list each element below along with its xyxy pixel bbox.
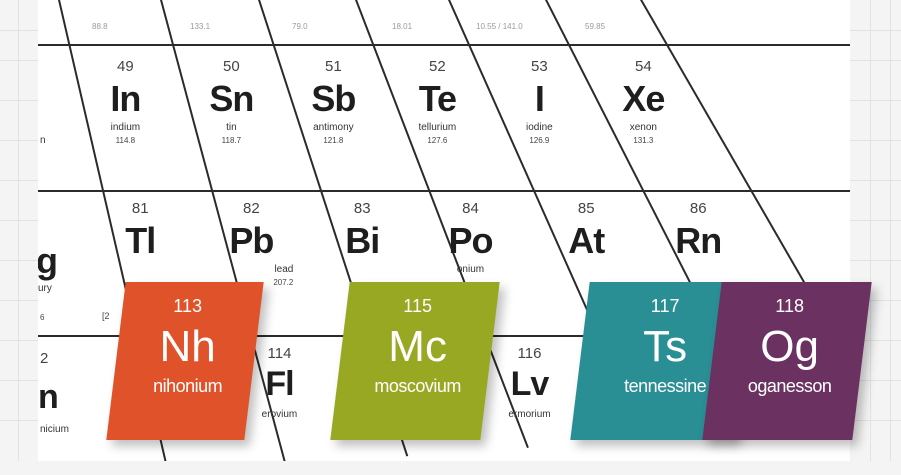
- top-strip-label: 133.1: [190, 22, 211, 31]
- element-symbol: Po: [448, 220, 493, 261]
- atomic-mass: 127.6: [427, 136, 448, 145]
- element-symbol: In: [110, 78, 141, 119]
- element-symbol: Lv: [510, 365, 549, 403]
- element-name: antimony: [313, 122, 354, 133]
- atomic-mass: 121.8: [323, 136, 344, 145]
- row-separator: [38, 190, 850, 192]
- grid-line: [18, 0, 19, 461]
- card-atomic-number: 113: [173, 296, 202, 316]
- element-name: ermorium: [508, 409, 551, 420]
- atomic-number: 116: [517, 345, 542, 362]
- partial-element-name: nicium: [40, 424, 69, 435]
- partial-element-mass: 6: [40, 313, 45, 322]
- top-strip-label: 79.0: [292, 22, 308, 31]
- atomic-number: 50: [223, 58, 240, 75]
- card-element-symbol: Mc: [388, 322, 447, 371]
- element-symbol: Xe: [622, 78, 665, 119]
- row-separator: [38, 44, 850, 46]
- card-element-symbol: Nh: [159, 322, 216, 371]
- element-card-oganesson[interactable]: 118 Og oganesson: [702, 282, 872, 440]
- card-element-name: moscovium: [374, 376, 461, 396]
- top-strip-label: 10.55 / 141.0: [476, 22, 523, 31]
- atomic-number: 83: [353, 200, 371, 217]
- element-name: lead: [274, 264, 294, 275]
- atomic-number: 86: [689, 200, 707, 217]
- element-card-moscovium[interactable]: 115 Mc moscovium: [330, 282, 500, 440]
- element-name: tin: [226, 122, 237, 133]
- atomic-number: 81: [131, 200, 149, 217]
- element-name: indium: [110, 122, 141, 133]
- card-element-symbol: Og: [760, 322, 819, 371]
- element-symbol: Sb: [311, 78, 356, 119]
- partial-element-number: 2: [40, 350, 49, 367]
- element-card-nihonium[interactable]: 113 Nh nihonium: [106, 282, 264, 440]
- card-element-name: nihonium: [153, 376, 223, 396]
- atomic-mass: 118.7: [221, 136, 242, 145]
- partial-element-symbol: n: [38, 378, 59, 416]
- grid-line: [870, 0, 871, 461]
- atomic-number: 49: [117, 58, 134, 75]
- element-symbol: Te: [418, 78, 457, 119]
- atomic-number: 52: [429, 58, 446, 75]
- partial-element-name: n: [40, 135, 46, 146]
- card-atomic-number: 118: [775, 296, 804, 316]
- element-symbol: I: [534, 78, 544, 119]
- atomic-number: 82: [243, 200, 260, 217]
- top-strip-label: 88.8: [92, 22, 108, 31]
- element-symbol: Tl: [125, 220, 156, 261]
- element-name: erovium: [261, 409, 298, 420]
- atomic-number: 84: [462, 200, 479, 217]
- element-name: onium: [456, 264, 485, 275]
- element-symbol: Rn: [675, 220, 722, 261]
- element-symbol: At: [568, 220, 605, 261]
- top-strip-label: 59.85: [585, 22, 606, 31]
- atomic-number: 85: [577, 200, 595, 217]
- grid-line: [890, 0, 891, 461]
- card-element-name: oganesson: [747, 376, 832, 396]
- atomic-mass: 131.3: [633, 136, 654, 145]
- partial-element-symbol: g: [36, 240, 58, 281]
- atomic-mass: 114.8: [115, 136, 136, 145]
- element-name: xenon: [629, 122, 657, 133]
- element-name: iodine: [526, 122, 553, 133]
- element-symbol: Bi: [345, 220, 380, 261]
- partial-element-name: ury: [38, 283, 52, 294]
- top-strip-label: 18.01: [392, 22, 413, 31]
- atomic-number: 53: [531, 58, 548, 75]
- element-symbol: Sn: [209, 78, 254, 119]
- atomic-mass: 126.9: [529, 136, 550, 145]
- element-symbol: Pb: [229, 220, 274, 261]
- card-atomic-number: 115: [403, 296, 432, 316]
- element-name: tellurium: [418, 122, 457, 133]
- atomic-number: 51: [325, 58, 342, 75]
- partial-element-mass: [2: [102, 311, 110, 321]
- atomic-number: 54: [635, 58, 652, 75]
